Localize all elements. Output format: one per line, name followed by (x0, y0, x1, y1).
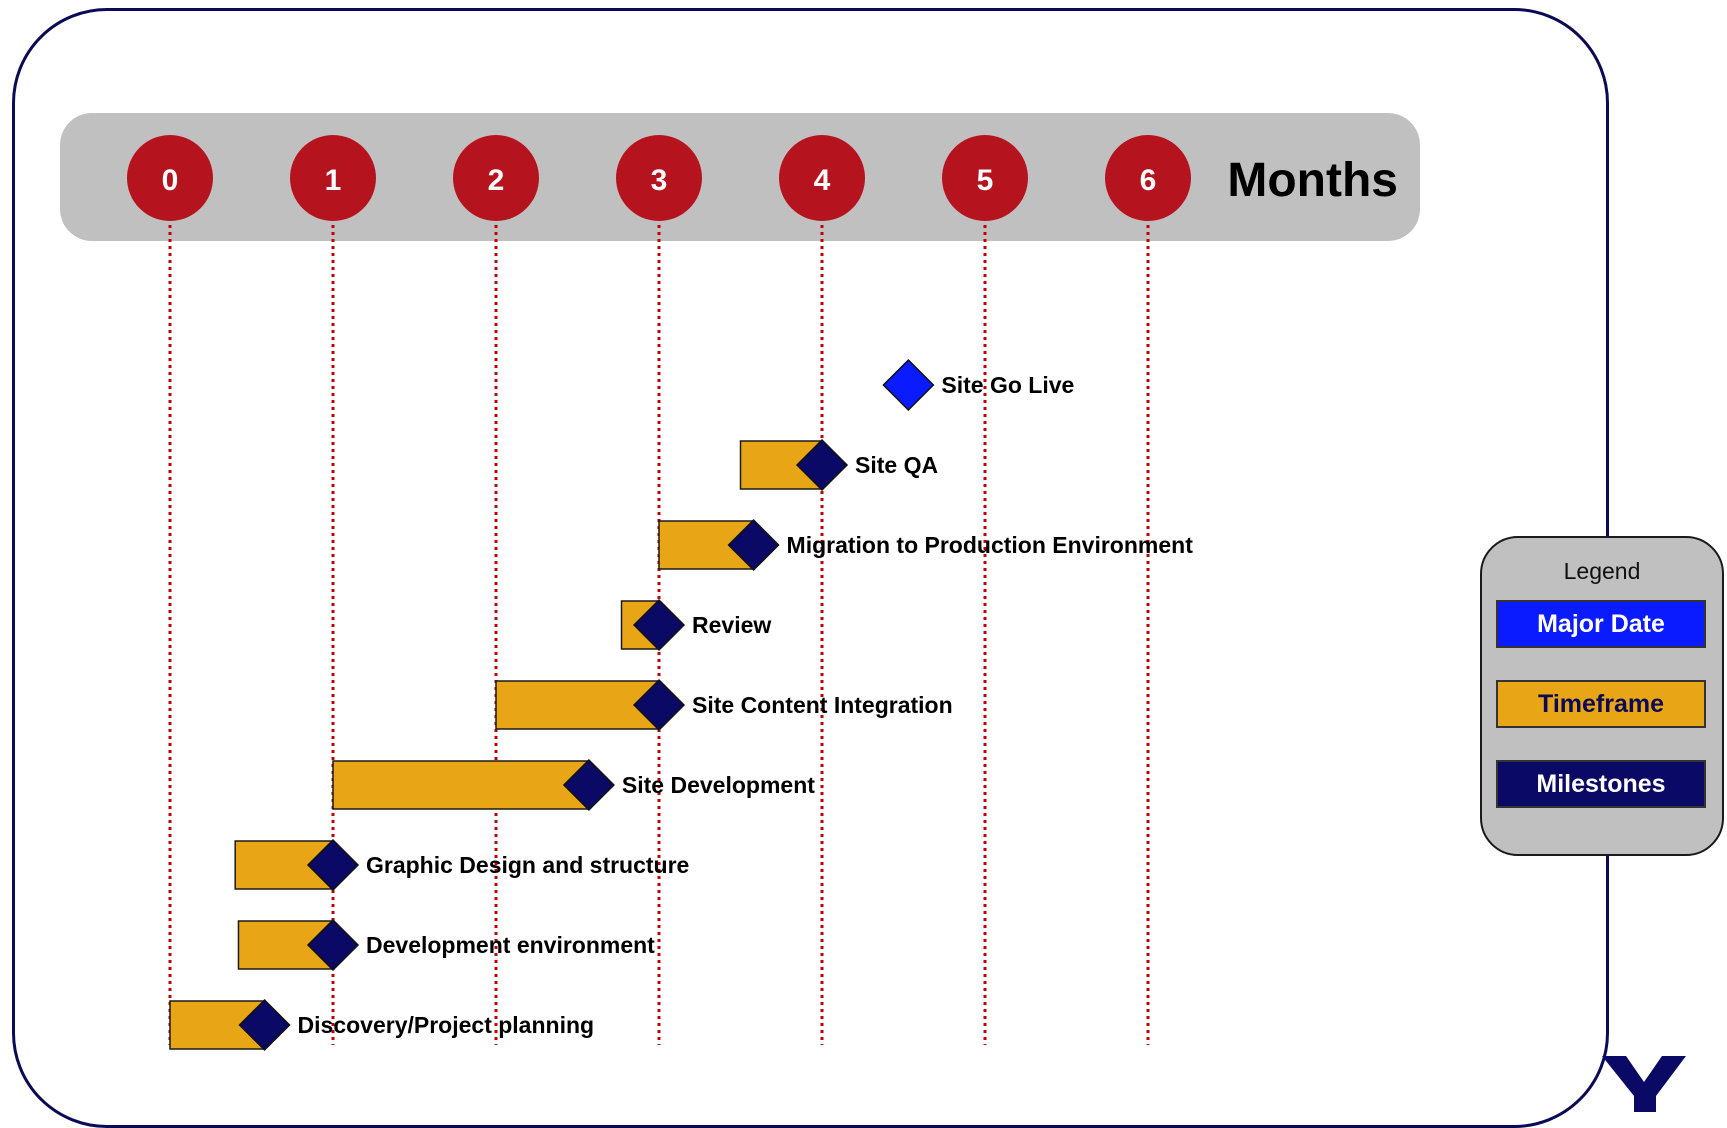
milestone-marker-review (632, 598, 686, 652)
milestone-marker-development-environment (306, 918, 360, 972)
major-date-marker-site-go-live (882, 358, 935, 412)
task-label-discovery-project-planning: Discovery/Project planning (298, 1012, 595, 1038)
milestone-marker-graphic-design-and-structure (306, 838, 360, 892)
month-marker-3 (616, 135, 702, 221)
legend-title: Legend (1563, 558, 1641, 584)
task-label-development-environment: Development environment (366, 932, 655, 958)
month-tick-label-2: 2 (488, 164, 505, 197)
task-label-site-content-integration: Site Content Integration (692, 692, 953, 718)
month-marker-1 (290, 135, 376, 221)
month-tick-label-3: 3 (651, 164, 668, 197)
legend-milestones: Milestones (1496, 760, 1706, 808)
legend-panel: Legend Major Date Timeframe Milestones (1480, 536, 1724, 856)
milestone-marker-site-qa (795, 438, 849, 492)
month-marker-0 (127, 135, 213, 221)
month-tick-label-5: 5 (977, 164, 994, 197)
milestone-marker-discovery-project-planning (238, 998, 291, 1052)
month-marker-2 (453, 135, 539, 221)
task-label-review: Review (692, 612, 771, 638)
task-label-site-qa: Site QA (855, 452, 938, 478)
logo-mark (1602, 1056, 1686, 1112)
month-marker-4 (779, 135, 865, 221)
legend-timeframe: Timeframe (1496, 680, 1706, 728)
task-label-graphic-design-and-structure: Graphic Design and structure (366, 852, 689, 878)
timeline-header-band (60, 113, 1420, 241)
month-tick-label-0: 0 (162, 164, 179, 197)
milestone-marker-migration-to-production-environment (727, 518, 780, 572)
milestone-marker-site-development (562, 758, 615, 812)
month-marker-5 (942, 135, 1028, 221)
month-tick-label-4: 4 (814, 164, 831, 197)
timeframe-bar-site-content-integration (495, 680, 660, 730)
task-label-migration-to-production-environment: Migration to Production Environment (787, 532, 1194, 558)
timeframe-bar-site-development (332, 760, 590, 810)
task-label-site-go-live: Site Go Live (941, 372, 1074, 398)
milestone-marker-site-content-integration (632, 678, 686, 732)
task-label-site-development: Site Development (622, 772, 815, 798)
axis-label-months: Months (1227, 154, 1398, 207)
legend-major-date: Major Date (1496, 600, 1706, 648)
month-tick-label-1: 1 (325, 164, 342, 197)
month-marker-6 (1105, 135, 1191, 221)
month-tick-label-6: 6 (1140, 164, 1157, 197)
